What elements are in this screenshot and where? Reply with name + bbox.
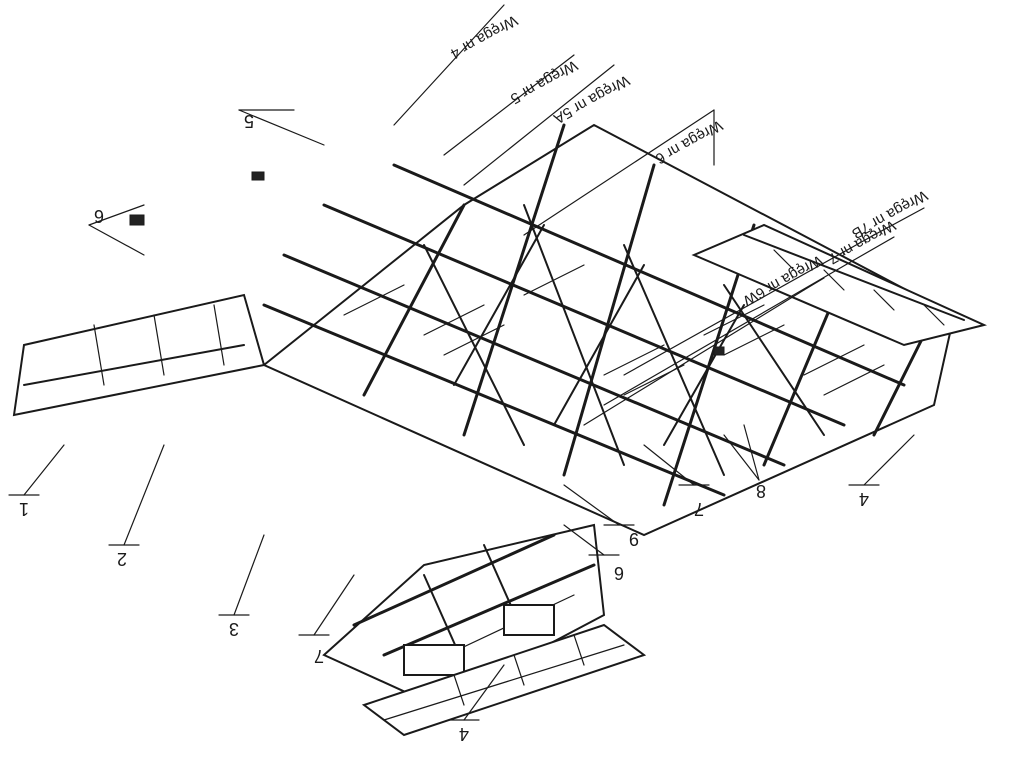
- frame-label-w4: Wręga nr 4: [447, 12, 520, 63]
- callout-1: 1: [19, 499, 29, 519]
- floor-structure: [262, 123, 956, 707]
- callout-3: 3: [229, 619, 239, 639]
- callouts: 1 2 3 4 4 5 6 6 7 7 8 9: [8, 109, 915, 744]
- front-beam: [691, 223, 988, 347]
- callout-4-lower: 4: [859, 489, 869, 509]
- callout-8: 8: [756, 481, 766, 501]
- callout-5: 5: [244, 111, 254, 131]
- upper-beam: [361, 623, 647, 737]
- callout-4-upper: 4: [459, 724, 469, 744]
- callout-7-right: 7: [694, 499, 704, 519]
- callout-6-left: 6: [94, 206, 104, 226]
- frame-label-w5: Wręga nr 5: [507, 57, 580, 108]
- callout-7-left: 7: [314, 646, 324, 666]
- callout-9: 9: [629, 529, 639, 549]
- rear-bay: [352, 533, 596, 676]
- callout-2: 2: [117, 549, 127, 569]
- callout-6-right: 6: [614, 563, 624, 583]
- end-box: [12, 171, 725, 417]
